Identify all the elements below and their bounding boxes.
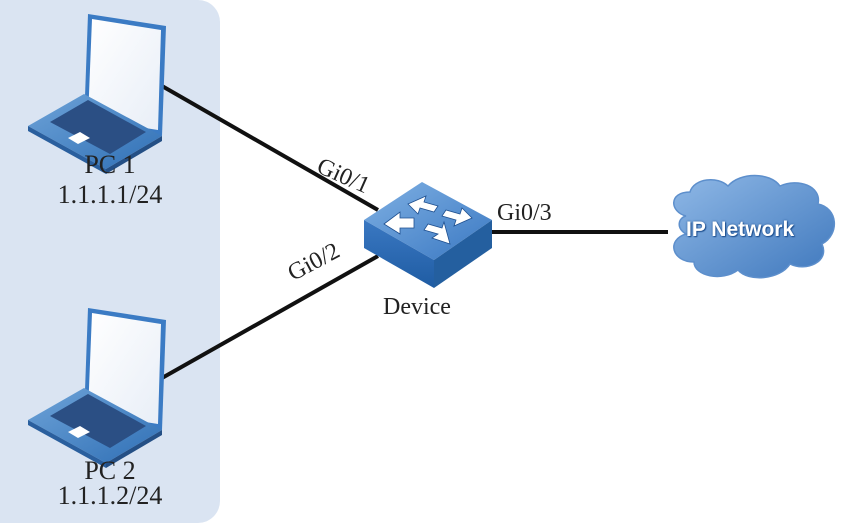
pc2-name: PC 2 — [84, 456, 136, 485]
switch-icon — [364, 182, 492, 288]
network-name: IP Network — [686, 218, 795, 241]
laptop-icon — [28, 308, 166, 468]
laptop-icon — [28, 14, 166, 174]
pc2-ip: 1.1.1.2/24 — [57, 481, 163, 510]
link-gi0-2 — [161, 254, 379, 380]
pc1-ip: 1.1.1.1/24 — [57, 180, 163, 209]
port-label-gi0-3: Gi0/3 — [497, 200, 552, 226]
cloud-icon — [673, 174, 836, 279]
pc1-name: PC 1 — [84, 150, 136, 179]
link-gi0-1 — [161, 84, 379, 212]
device-name: Device — [383, 294, 451, 320]
